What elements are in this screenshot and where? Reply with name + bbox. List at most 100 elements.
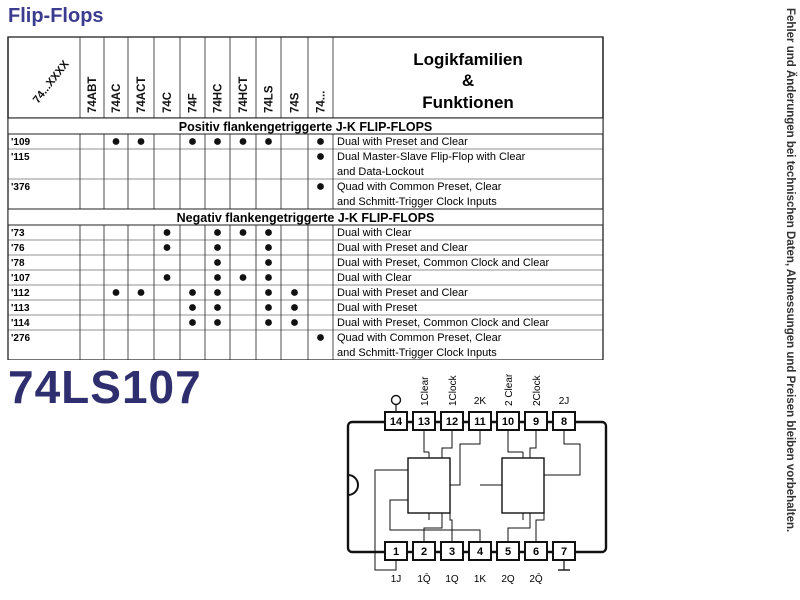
availability-dot [239, 138, 247, 145]
wire [423, 513, 443, 542]
function-text: Dual with Preset [337, 302, 417, 314]
wire [441, 430, 453, 458]
part-number: '109 [11, 137, 31, 148]
pin-label: 1Clear [420, 376, 431, 406]
function-text: Dual with Preset, Common Clock and Clear [337, 317, 549, 329]
function-text: Dual with Preset and Clear [337, 287, 468, 299]
pin-label: 1Clock [448, 374, 459, 406]
flip-flop-2 [501, 457, 545, 514]
family-label: 74HCT [238, 77, 250, 113]
part-number: '73 [11, 228, 25, 239]
availability-dot [291, 289, 298, 296]
family-label: 74C [162, 92, 174, 113]
pin-number: 7 [561, 546, 567, 558]
wire [507, 513, 531, 542]
part-number: '276 [11, 333, 31, 344]
availability-dot [112, 138, 120, 145]
family-label: 74ACT [136, 77, 148, 113]
pin-label: 1Q [445, 574, 459, 585]
part-number: '76 [11, 243, 25, 254]
availability-dot [317, 334, 324, 341]
availability-dot [265, 304, 272, 311]
function-text: and Data-Lockout [337, 166, 424, 178]
pin-number: 9 [533, 416, 539, 428]
part-number: '107 [11, 273, 31, 284]
availability-dot [189, 304, 196, 311]
part-number: '376 [11, 182, 31, 193]
availability-dot [214, 229, 221, 236]
wire [535, 500, 545, 542]
function-text: Dual with Preset and Clear [337, 136, 468, 148]
part-number: '78 [11, 258, 25, 269]
disclaimer-note: Fehler und Änderungen bei technischen Da… [784, 8, 796, 533]
availability-dot [317, 153, 324, 160]
pin-number: 6 [533, 546, 539, 558]
availability-dot [265, 259, 272, 266]
pin-number: 14 [390, 416, 403, 428]
section-title: Positiv flankengetriggerte J-K FLIP-FLOP… [179, 120, 433, 134]
flip-flop-1 [407, 457, 451, 514]
pin-label: 2J [559, 396, 570, 407]
pin-number: 11 [474, 416, 486, 428]
availability-dot [265, 289, 272, 296]
function-text: Quad with Common Preset, Clear [337, 181, 502, 193]
function-text: Dual with Preset and Clear [337, 242, 468, 254]
family-label: 74HC [213, 84, 225, 113]
pin-label: 2 Clear [504, 373, 515, 406]
availability-dot [265, 274, 272, 281]
section-title: Negativ flankengetriggerte J-K FLIP-FLOP… [177, 211, 435, 225]
availability-dot [214, 319, 221, 326]
pin-label: 1Q̄ [417, 572, 431, 585]
availability-dot [137, 289, 145, 296]
pin-number: 1 [393, 546, 399, 558]
function-text: Quad with Common Preset, Clear [337, 332, 502, 344]
function-header-line: Logikfamilien [413, 50, 523, 69]
wire [374, 469, 408, 571]
availability-dot [265, 138, 272, 145]
availability-dot [112, 289, 120, 296]
availability-dot [291, 319, 298, 326]
availability-dot [239, 274, 247, 281]
pin-number: 5 [505, 546, 511, 558]
pin-label: 2Q [501, 574, 515, 585]
part-number: '113 [11, 303, 30, 314]
section-band [7, 117, 604, 135]
availability-dot [214, 244, 221, 251]
function-text: and Schmitt-Trigger Clock Inputs [337, 196, 497, 208]
family-label: 74F [188, 93, 200, 113]
function-header-line: & [462, 71, 474, 90]
availability-dot [189, 138, 196, 145]
vcc-symbol [390, 394, 402, 406]
availability-dot [214, 289, 221, 296]
corner-label: 74...XXXX [31, 58, 72, 106]
availability-dot [189, 319, 196, 326]
wire [423, 430, 429, 453]
part-number: '115 [11, 152, 30, 163]
pin-number: 13 [418, 416, 430, 428]
function-text: Dual with Preset, Common Clock and Clear [337, 257, 549, 269]
availability-dot [189, 289, 196, 296]
ic-notch [347, 474, 359, 496]
availability-dot [163, 229, 171, 236]
pin-number: 3 [449, 546, 455, 558]
page-title: Flip-Flops [8, 5, 104, 27]
wire [544, 430, 581, 476]
function-text: Dual Master-Slave Flip-Flop with Clear [337, 151, 526, 163]
availability-dot [239, 229, 247, 236]
pin-label: 1J [391, 574, 402, 585]
wire [449, 500, 453, 542]
pin-box [384, 411, 408, 431]
wire [507, 430, 523, 453]
pin-label: 2Q̄ [529, 572, 543, 585]
availability-dot [317, 183, 324, 190]
family-label: 74... [316, 91, 328, 113]
part-number: '112 [11, 288, 30, 299]
pin-number: 8 [561, 416, 567, 428]
family-label: 74S [290, 92, 302, 113]
pin-number: 12 [446, 416, 458, 428]
pin-number: 4 [477, 546, 484, 558]
function-text: and Schmitt-Trigger Clock Inputs [337, 347, 497, 359]
ic-body [346, 420, 608, 554]
availability-dot [214, 138, 221, 145]
